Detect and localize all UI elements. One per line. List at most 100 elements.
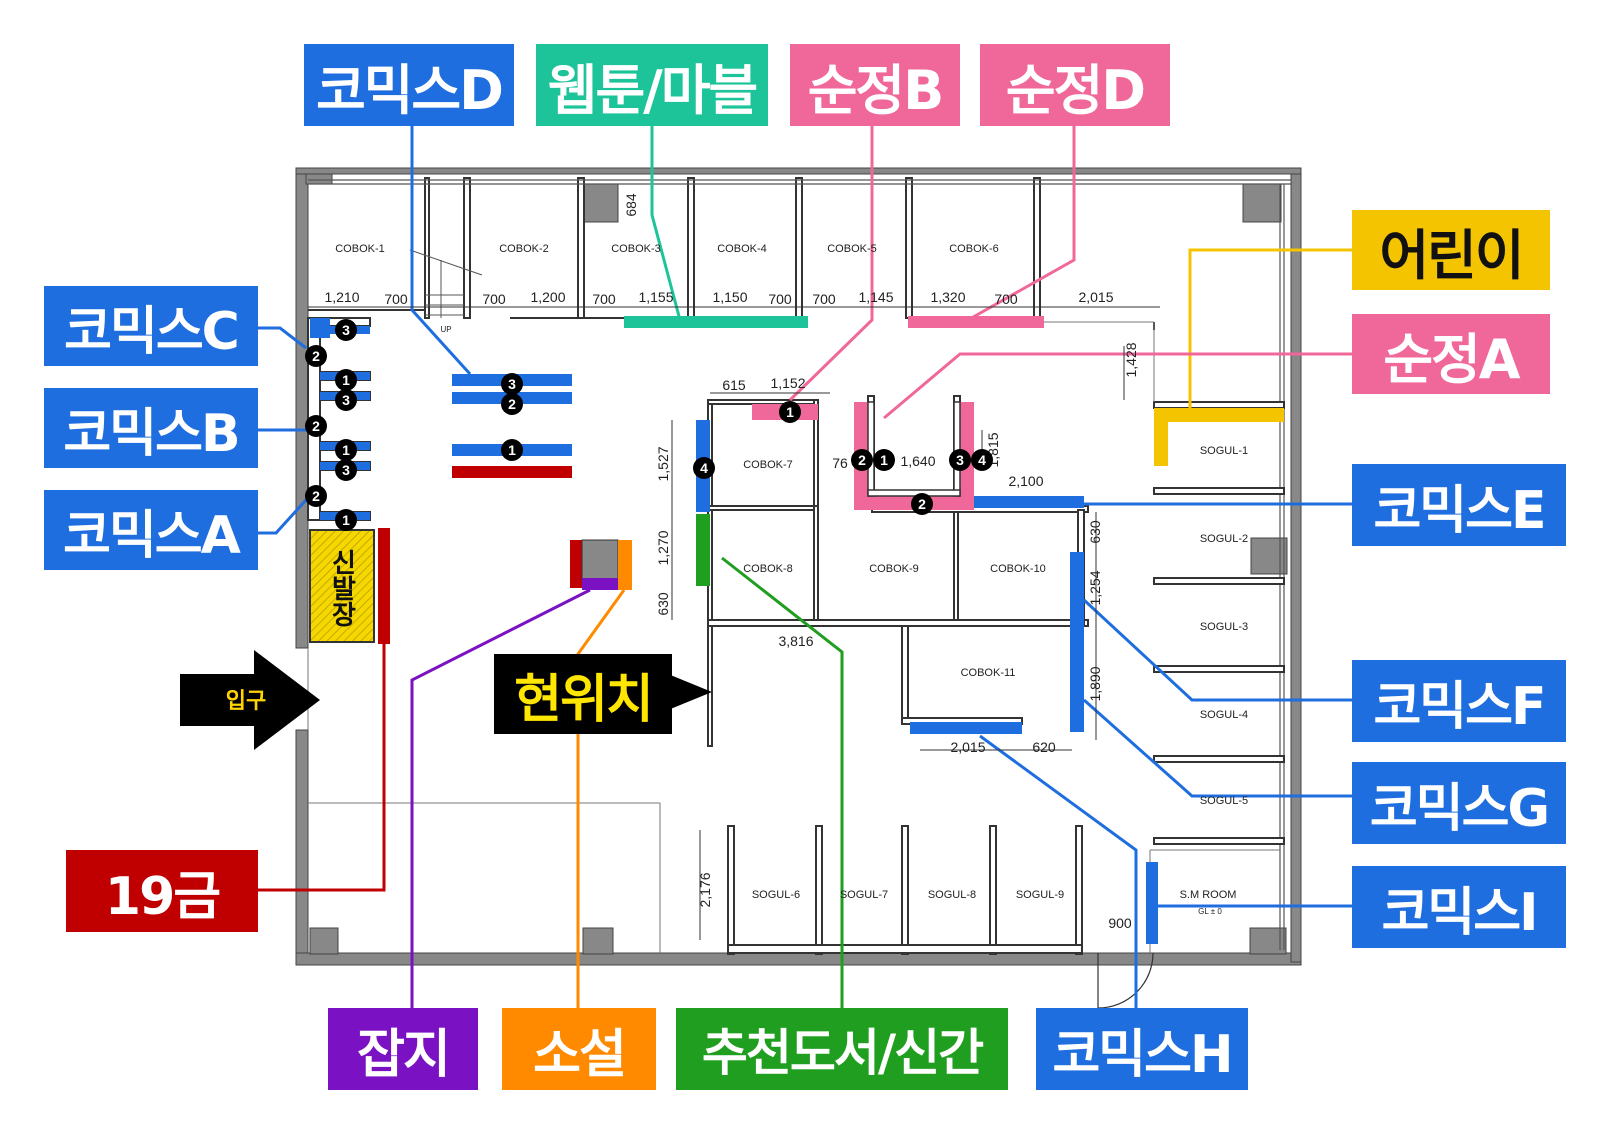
svg-text:2: 2 bbox=[312, 418, 320, 434]
dim-3816: 3,816 bbox=[778, 633, 813, 649]
svg-text:1: 1 bbox=[880, 452, 888, 468]
room-sogul-6: SOGUL-6 bbox=[752, 889, 800, 901]
recommended-shelf bbox=[696, 514, 710, 586]
label-comics-d: 코믹스D bbox=[304, 44, 514, 126]
bottom-rooms bbox=[727, 825, 1083, 955]
svg-text:1: 1 bbox=[342, 442, 350, 458]
svg-text:2: 2 bbox=[312, 488, 320, 504]
label-current-location: 현위치 bbox=[494, 654, 672, 734]
room-cobok-5: COBOK-5 bbox=[827, 243, 877, 255]
marker-d3: 3 bbox=[501, 373, 523, 395]
marker-b3: 3 bbox=[335, 389, 357, 411]
marker-d2: 2 bbox=[501, 393, 523, 415]
label-comics-a: 코믹스A bbox=[44, 490, 258, 570]
marker-ra4: 4 bbox=[971, 449, 993, 471]
dim-684: 684 bbox=[623, 193, 639, 217]
svg-text:1: 1 bbox=[508, 442, 516, 458]
label-romance-b: 순정B bbox=[790, 44, 960, 126]
dimension-lines bbox=[308, 306, 1160, 940]
room-cobok-7: COBOK-7 bbox=[743, 459, 793, 471]
markers: 3 2 1 3 2 1 3 2 1 3 2 1 1 4 2 1 3 4 2 bbox=[305, 319, 993, 531]
label-romance-d: 순정D bbox=[980, 44, 1170, 126]
marker-c1: 1 bbox=[335, 369, 357, 391]
dim-1640: 1,640 bbox=[900, 453, 935, 469]
current-pointer bbox=[668, 674, 712, 710]
dim-620: 620 bbox=[1032, 739, 1056, 755]
svg-text:2: 2 bbox=[858, 452, 866, 468]
label-comics-c: 코믹스C bbox=[44, 286, 258, 366]
dim-2176: 2,176 bbox=[697, 872, 713, 907]
room-labels: COBOK-1 COBOK-2 COBOK-3 COBOK-4 COBOK-5 … bbox=[335, 243, 1248, 916]
comics-e-shelf bbox=[974, 496, 1084, 508]
label-comics-h: 코믹스H bbox=[1036, 1008, 1248, 1090]
room-sogul-5: SOGUL-5 bbox=[1200, 795, 1248, 807]
dim-2100: 2,100 bbox=[1008, 473, 1043, 489]
dim-2015-b: 2,015 bbox=[950, 739, 985, 755]
dim-1428: 1,428 bbox=[1123, 342, 1139, 377]
room-cobok-6: COBOK-6 bbox=[949, 243, 999, 255]
dimension-texts-vertical: 684 1,428 1,527 1,815 1,270 630 630 1,25… bbox=[623, 193, 1139, 907]
dim-700-e: 700 bbox=[812, 291, 836, 307]
marker-ra3: 3 bbox=[949, 449, 971, 471]
room-sogul-1: SOGUL-1 bbox=[1200, 445, 1248, 457]
building-walls bbox=[295, 167, 1302, 966]
dim-1200: 1,200 bbox=[530, 289, 565, 305]
gl-level: GL ± 0 bbox=[1198, 907, 1222, 916]
room-cobok-9: COBOK-9 bbox=[869, 563, 919, 575]
label-kids: 어린이 bbox=[1352, 210, 1550, 290]
room-sogul-2: SOGUL-2 bbox=[1200, 533, 1248, 545]
webtoon-shelf bbox=[624, 316, 808, 328]
marker-a2: 2 bbox=[305, 485, 327, 507]
kids-shelf bbox=[1154, 408, 1284, 466]
svg-text:3: 3 bbox=[342, 322, 350, 338]
svg-text:4: 4 bbox=[978, 452, 986, 468]
room-cobok-11: COBOK-11 bbox=[961, 667, 1016, 679]
dim-900: 900 bbox=[1108, 915, 1132, 931]
dimension-texts: 1,210 700 700 1,200 700 1,155 1,150 700 … bbox=[324, 289, 1131, 931]
comics-f-shelf bbox=[1070, 552, 1084, 732]
dim-1254: 1,254 bbox=[1087, 570, 1103, 605]
comics-i-shelf bbox=[1146, 862, 1158, 944]
label-comics-f: 코믹스F bbox=[1352, 660, 1566, 742]
adult-shelf bbox=[378, 528, 390, 644]
dim-615: 615 bbox=[722, 377, 746, 393]
comics-h-shelf bbox=[910, 722, 1022, 734]
leader-lines bbox=[258, 126, 1352, 1008]
svg-text:1: 1 bbox=[342, 512, 350, 528]
room-cobok-1: COBOK-1 bbox=[335, 243, 385, 255]
dim-700-b: 700 bbox=[482, 291, 506, 307]
label-comics-g: 코믹스G bbox=[1352, 762, 1566, 844]
marker-b2: 2 bbox=[305, 415, 327, 437]
dim-1320: 1,320 bbox=[930, 289, 965, 305]
stair-up: UP bbox=[440, 325, 451, 334]
marker-a1: 1 bbox=[335, 509, 357, 531]
entrance-arrow: 입구 bbox=[180, 650, 320, 750]
romance-d-shelf bbox=[908, 316, 1044, 328]
dim-2015-a: 2,015 bbox=[1078, 289, 1113, 305]
dim-76: 76 bbox=[832, 455, 848, 471]
room-sogul-4: SOGUL-4 bbox=[1200, 709, 1248, 721]
svg-text:3: 3 bbox=[342, 462, 350, 478]
label-recommended-new: 추천도서/신간 bbox=[676, 1008, 1008, 1090]
kiosk bbox=[570, 539, 632, 590]
room-sogul-3: SOGUL-3 bbox=[1200, 621, 1248, 633]
room-sogul-7: SOGUL-7 bbox=[840, 889, 888, 901]
svg-text:1: 1 bbox=[786, 404, 794, 420]
marker-b1: 1 bbox=[335, 439, 357, 461]
top-double-line bbox=[308, 179, 1291, 950]
label-romance-a: 순정A bbox=[1352, 314, 1550, 394]
sogul-dividers bbox=[1153, 322, 1285, 845]
marker-rb1: 1 bbox=[779, 401, 801, 423]
dim-700-f: 700 bbox=[994, 291, 1018, 307]
room-sogul-9: SOGUL-9 bbox=[1016, 889, 1064, 901]
room-cobok-3: COBOK-3 bbox=[611, 243, 661, 255]
svg-text:4: 4 bbox=[700, 460, 708, 476]
room-sm-room: S.M ROOM bbox=[1180, 889, 1237, 901]
label-comics-i: 코믹스I bbox=[1352, 866, 1566, 948]
label-magazine: 잡지 bbox=[328, 1008, 478, 1090]
svg-text:3: 3 bbox=[342, 392, 350, 408]
label-novel: 소설 bbox=[502, 1008, 656, 1090]
dim-1270: 1,270 bbox=[655, 530, 671, 565]
marker-c2: 2 bbox=[305, 345, 327, 367]
